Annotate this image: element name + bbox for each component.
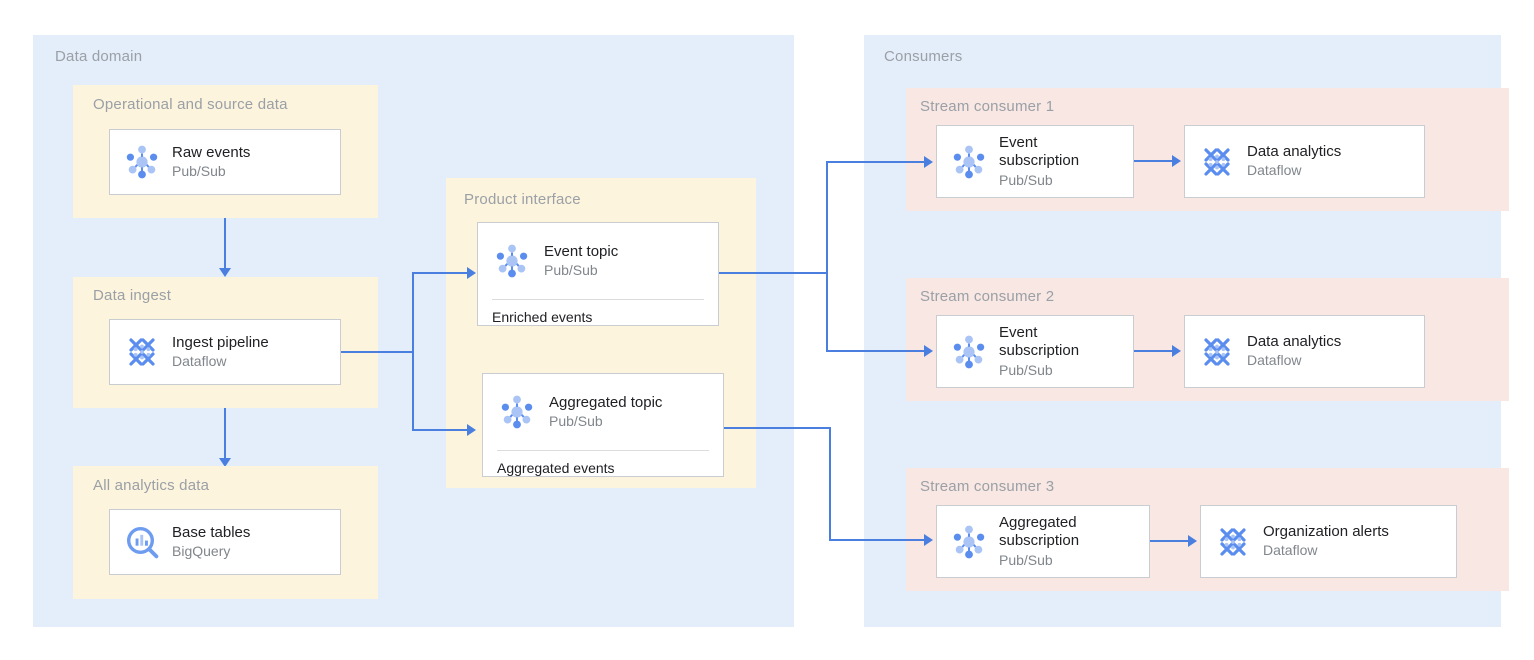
label-stream-consumer-2: Stream consumer 2 [920,288,1055,305]
label-stream-consumer-1: Stream consumer 1 [920,98,1055,115]
node-service: Dataflow [1247,162,1302,179]
node-event-subscription-1[interactable]: Event subscription Pub/Sub [936,125,1134,198]
connector-to-aggregated-topic [412,429,469,431]
connector-aggregated-to-sub3 [829,539,926,541]
dataflow-icon [1204,337,1230,366]
node-data-analytics-1[interactable]: Data analytics Dataflow [1184,125,1425,198]
node-title: Ingest pipeline [172,333,269,351]
pubsub-icon [496,244,528,278]
label-stream-consumer-3: Stream consumer 3 [920,478,1055,495]
connector-sub1-to-analytics1 [1134,160,1174,162]
aggregated-topic-header: Aggregated topic Pub/Sub [483,374,723,450]
node-title: Event subscription [999,133,1080,170]
node-base-tables[interactable]: Base tables BigQuery [109,509,341,575]
node-service: Pub/Sub [999,551,1053,568]
arrowhead-event-topic-to-sub2 [924,345,933,357]
arrowhead-to-aggregated-topic [467,424,476,436]
label-data-ingest: Data ingest [93,287,172,304]
arrowhead-event-topic-to-sub1 [924,156,933,168]
connector-sub2-to-analytics2 [1134,350,1174,352]
connector-ingest-out [341,351,414,353]
arrowhead-sub2-to-analytics2 [1172,345,1181,357]
connector-ingest-split-vertical [412,272,414,431]
node-title: Aggregated topic [549,393,663,411]
label-operational-source-data: Operational and source data [93,96,288,113]
node-title: Aggregated subscription [999,513,1080,550]
node-data-analytics-2[interactable]: Data analytics Dataflow [1184,315,1425,388]
connector-event-topic-to-sub2 [826,350,926,352]
node-event-subscription-2[interactable]: Event subscription Pub/Sub [936,315,1134,388]
node-title: Event subscription [999,323,1080,360]
node-title: Data analytics [1247,143,1342,161]
connector-event-topic-fanout-vertical [826,161,828,352]
arrowhead-ingest-to-base-tables [219,458,231,467]
node-service: Dataflow [1247,352,1302,369]
connector-aggregated-topic-out [724,427,831,429]
node-ingest-pipeline[interactable]: Ingest pipeline Dataflow [109,319,341,385]
event-topic-caption: Enriched events [492,309,593,325]
node-aggregated-topic[interactable]: Aggregated topic Pub/Sub Aggregated even… [482,373,724,477]
node-service: Pub/Sub [999,361,1053,378]
divider [497,450,709,451]
node-service: Dataflow [1263,542,1318,559]
connector-ingest-to-base-tables [224,408,226,460]
dataflow-icon [129,338,155,366]
pubsub-icon [126,145,158,179]
label-product-interface: Product interface [464,191,581,208]
arrowhead-raw-to-ingest [219,268,231,277]
node-title: Data analytics [1247,333,1342,351]
arrowhead-to-event-topic [467,267,476,279]
node-title: Organization alerts [1263,523,1389,541]
node-title: Event topic [544,242,619,260]
connector-raw-to-ingest [224,218,226,270]
node-service: Pub/Sub [172,162,226,179]
arrowhead-sub3-to-alerts [1188,535,1197,547]
pubsub-icon [953,335,985,368]
dataflow-icon [1220,527,1246,556]
pubsub-icon [953,525,985,558]
pubsub-icon [501,395,533,429]
connector-to-event-topic [412,272,469,274]
label-all-analytics-data: All analytics data [93,477,210,494]
node-service: BigQuery [172,542,231,559]
node-service: Pub/Sub [999,171,1053,188]
node-event-topic[interactable]: Event topic Pub/Sub Enriched events [477,222,719,326]
connector-aggregated-drop-vertical [829,427,831,541]
node-raw-events[interactable]: Raw events Pub/Sub [109,129,341,195]
pubsub-icon [953,145,985,178]
dataflow-icon [1204,147,1230,176]
label-data-domain: Data domain [55,48,143,65]
node-service: Pub/Sub [549,412,603,429]
node-service: Pub/Sub [544,261,598,278]
divider [492,299,704,300]
arrowhead-sub1-to-analytics1 [1172,155,1181,167]
node-service: Dataflow [172,352,227,369]
connector-sub3-to-alerts [1150,540,1190,542]
connector-event-topic-to-sub1 [826,161,926,163]
event-topic-header: Event topic Pub/Sub [478,223,718,299]
node-title: Base tables [172,523,251,541]
bigquery-icon [126,526,159,559]
node-organization-alerts[interactable]: Organization alerts Dataflow [1200,505,1457,578]
node-title: Raw events [172,143,251,161]
node-aggregated-subscription-3[interactable]: Aggregated subscription Pub/Sub [936,505,1150,578]
connector-event-topic-out [719,272,828,274]
arrowhead-aggregated-to-sub3 [924,534,933,546]
label-consumers: Consumers [884,48,963,65]
aggregated-topic-caption: Aggregated events [497,460,615,476]
